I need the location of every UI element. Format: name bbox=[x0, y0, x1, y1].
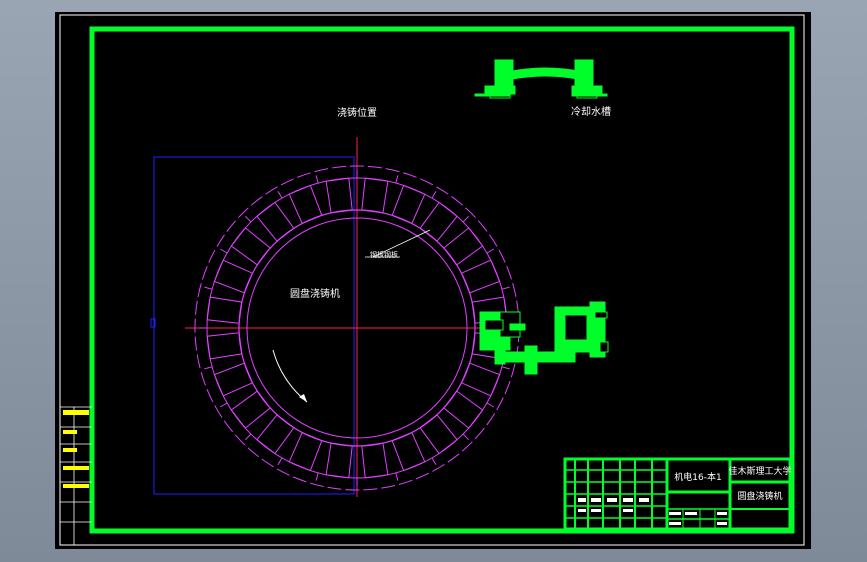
leader-line bbox=[372, 229, 431, 258]
class-label: 机电16-本1 bbox=[674, 471, 721, 483]
casting-zone-outline bbox=[153, 156, 355, 495]
cooling-trough-label: 冷却水槽 bbox=[571, 105, 611, 118]
mold-segment bbox=[206, 332, 243, 360]
mold-segment bbox=[325, 177, 353, 214]
curved-arrow-icon bbox=[272, 349, 308, 403]
inner-frame bbox=[89, 26, 795, 534]
mold-segment bbox=[361, 177, 389, 214]
cooling-trough-drive bbox=[474, 59, 608, 99]
mold-segment bbox=[213, 259, 254, 294]
mold-segment bbox=[230, 390, 271, 429]
left-margin-table bbox=[60, 406, 92, 545]
title-block bbox=[563, 457, 792, 531]
outer-border bbox=[59, 14, 805, 546]
mold-segment bbox=[419, 414, 458, 455]
mold-segment bbox=[325, 442, 353, 479]
mold-segment bbox=[460, 259, 501, 294]
mold-segment bbox=[230, 227, 271, 266]
title-block-small-text bbox=[578, 498, 727, 525]
mold-segment bbox=[288, 184, 323, 225]
arrow-head bbox=[299, 394, 307, 402]
drawing-name-label: 圆盘浇铸机 bbox=[737, 490, 782, 502]
school-label: 佳木斯理工大学 bbox=[728, 465, 791, 477]
mold-segment bbox=[256, 414, 295, 455]
mold-segment bbox=[443, 227, 484, 266]
mold-segment bbox=[391, 431, 426, 472]
mold-segment bbox=[391, 184, 426, 225]
casting-position-label: 浇铸位置 bbox=[337, 106, 377, 119]
steel-plate-label: 钢板钢板 bbox=[370, 250, 398, 259]
mold-segment bbox=[419, 201, 458, 242]
mold-segment bbox=[361, 442, 389, 479]
mold-segment bbox=[256, 201, 295, 242]
mold-segment bbox=[443, 390, 484, 429]
drawing-sheet[interactable]: 浇铸位置 冷却水槽 圆盘浇铸机 钢板钢板 机电16-本1 佳木斯理工大学 圆盘浇… bbox=[55, 12, 811, 549]
mold-segment bbox=[206, 296, 243, 324]
drawing-canvas: 浇铸位置 冷却水槽 圆盘浇铸机 钢板钢板 机电16-本1 佳木斯理工大学 圆盘浇… bbox=[59, 14, 805, 546]
mold-segment bbox=[288, 431, 323, 472]
casting-disc bbox=[194, 165, 520, 491]
side-drive-assembly bbox=[479, 301, 609, 375]
mold-segment bbox=[213, 362, 254, 397]
mold-segment bbox=[460, 362, 501, 397]
disc-caster-label: 圆盘浇铸机 bbox=[290, 287, 340, 300]
